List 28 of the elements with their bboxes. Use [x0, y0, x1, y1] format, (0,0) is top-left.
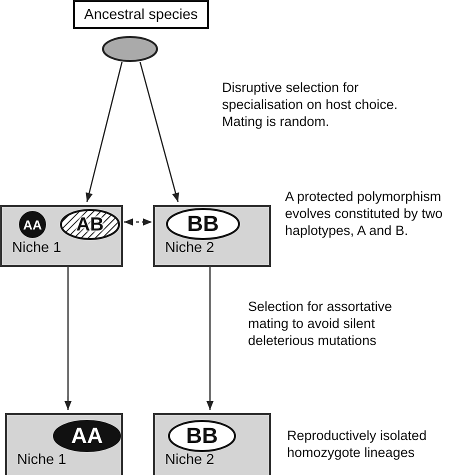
annotation-text: A protected polymorphism evolves constituted by two haplotypes, A and B. [285, 188, 444, 239]
annotation-text: Reproductively isolated homozygote lineages [287, 427, 428, 461]
genotype-label: BB [186, 213, 220, 235]
annotation-text: Selection for assortative mating to avoid silent deleterious mutations [248, 298, 394, 349]
niche-box [153, 413, 271, 475]
genotype-label: BB [185, 425, 219, 447]
niche-box [153, 205, 271, 267]
arrow [139, 62, 180, 202]
node-label: Niche 2 [165, 452, 214, 469]
genotype-ellipse [166, 208, 240, 240]
node-label: Ancestral species [83, 7, 199, 24]
genotype-ellipse [19, 211, 46, 238]
population-ellipse [102, 36, 158, 62]
genotype-ellipse [168, 420, 236, 452]
niche-box [0, 205, 123, 267]
arrow [64, 267, 72, 410]
arrow [206, 267, 214, 410]
genotype-ellipse [53, 420, 121, 452]
arrow [86, 62, 123, 202]
title-box [73, 0, 209, 29]
niche-box [5, 413, 123, 475]
genotype-label: AA [22, 218, 43, 231]
annotation-text: Disruptive selection for specialisation on host choice. Mating is random. [222, 79, 399, 130]
node-label: Niche 2 [165, 240, 214, 257]
node-label: Niche 1 [17, 452, 66, 469]
node-label: Niche 1 [12, 240, 62, 257]
genotype-label: AA [70, 425, 104, 447]
arrow [124, 218, 152, 226]
